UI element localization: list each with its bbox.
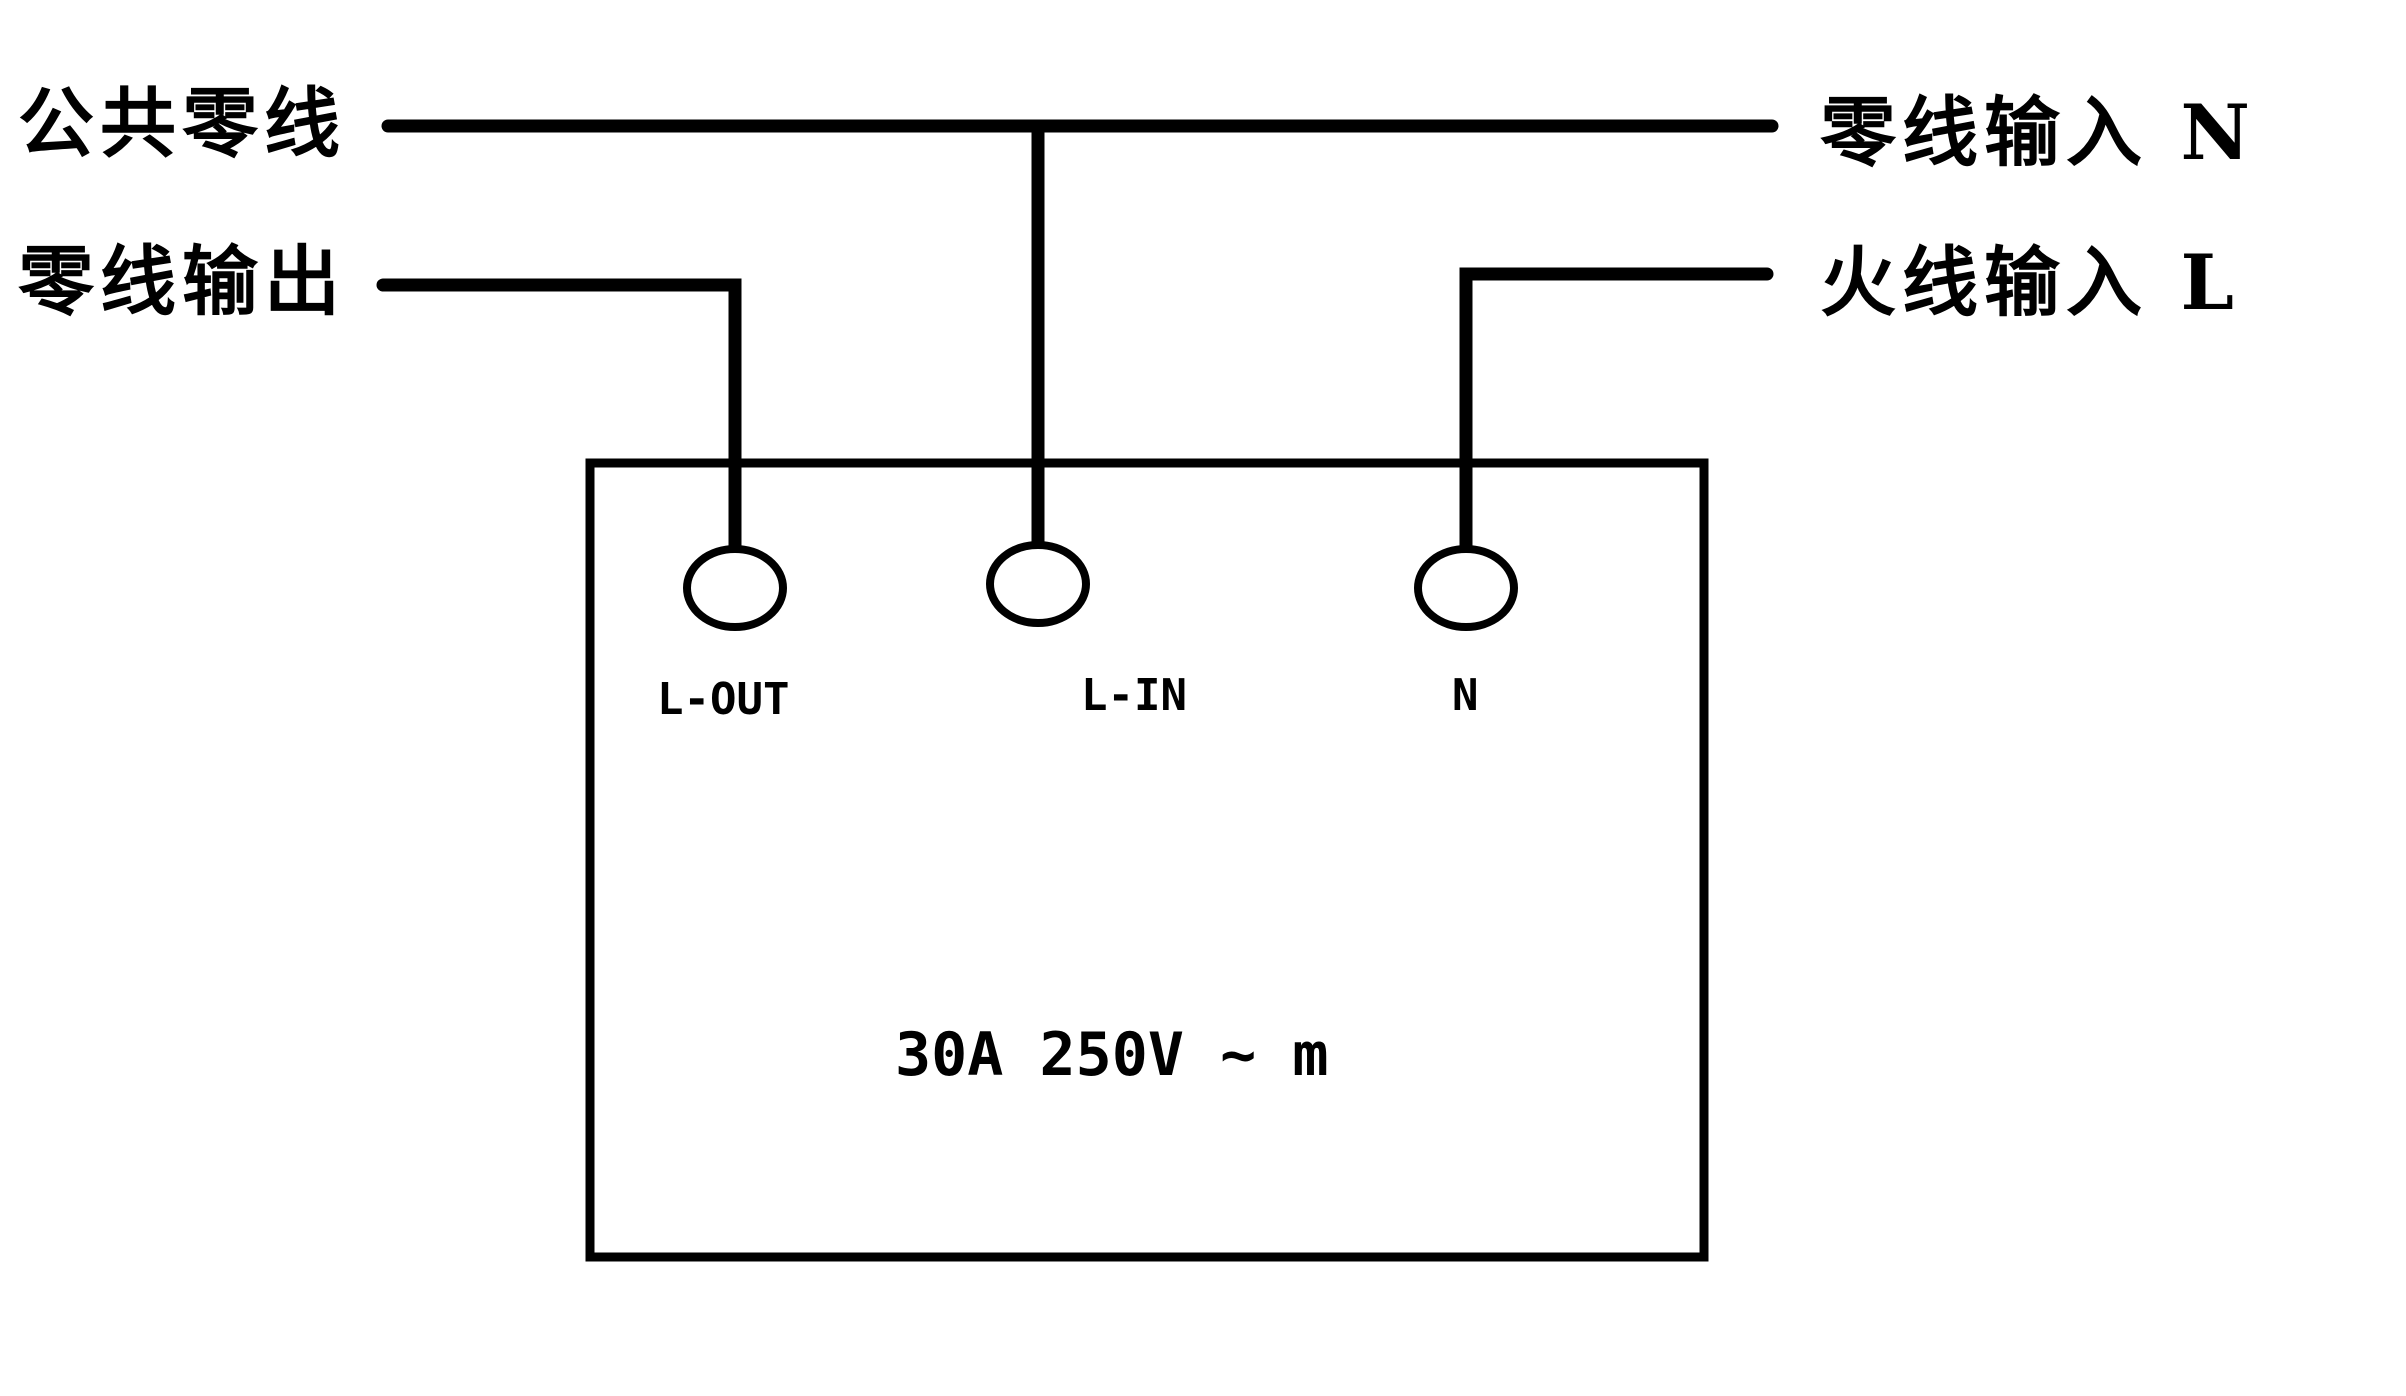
terminal-n-label: N (1452, 670, 1479, 721)
terminal-l-out (683, 545, 787, 631)
terminal-l-out-label: L-OUT (657, 674, 790, 725)
device-rating-text: 30A 250V ~ m (895, 1020, 1329, 1090)
neutral-output-label: 零线输出 (18, 237, 346, 326)
live-input-label: 火线输入 L (1820, 238, 2240, 327)
neutral-output-wire (376, 278, 742, 556)
live-input-wire (1459, 267, 1774, 556)
device-box (585, 458, 1709, 1262)
terminal-l-in-label: L-IN (1081, 670, 1187, 721)
terminal-l-in (986, 541, 1090, 627)
terminal-n (1414, 545, 1518, 631)
common-neutral-label: 公共零线 (18, 79, 346, 168)
neutral-input-label: 零线输入 N (1820, 88, 2256, 177)
